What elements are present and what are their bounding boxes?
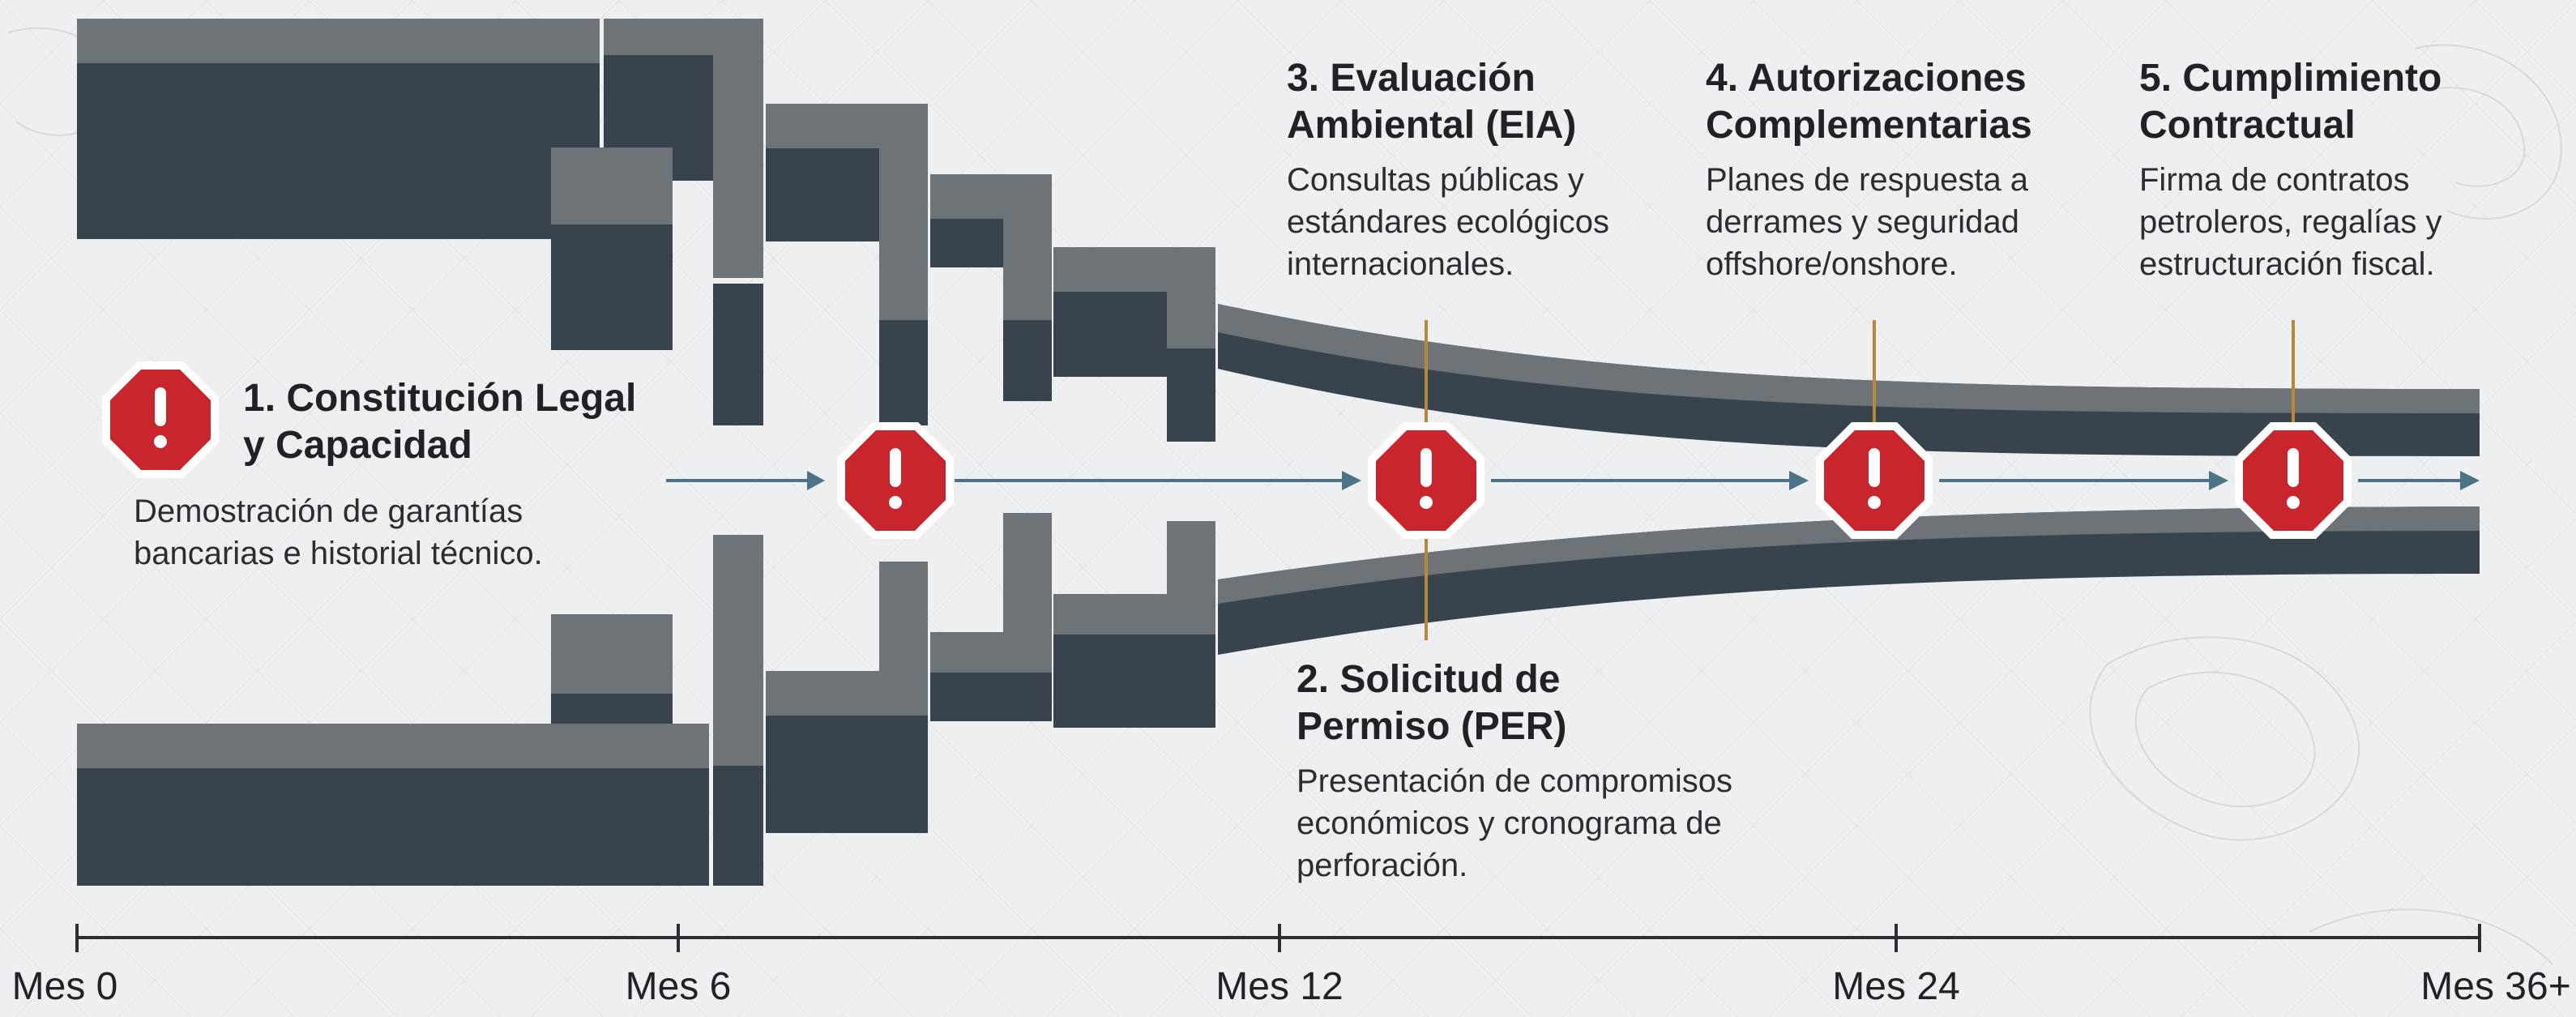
stage-4: 4. Autorizaciones Complementarias Planes… <box>1706 55 2032 285</box>
tick-label-mes-0: Mes 0 <box>11 965 118 1008</box>
stage-title: 4. Autorizaciones Complementarias <box>1706 57 2032 147</box>
stage-1-description: Demostración de garantías bancarias e hi… <box>134 490 543 575</box>
stage-title: 2. Solicitud de Permiso (PER) <box>1297 658 1567 748</box>
flow-arrows <box>666 471 2480 490</box>
converging-pipes <box>1218 304 2480 655</box>
stage-3: 3. Evaluación Ambiental (EIA) Consultas … <box>1287 55 1609 285</box>
stage-title: 1. Constitución Legal y Capacidad <box>243 377 637 467</box>
tick-label-mes-12: Mes 12 <box>1215 965 1344 1008</box>
tick-label-mes-36: Mes 36+ <box>2420 965 2571 1008</box>
stage-2: 2. Solicitud de Permiso (PER) Presentaci… <box>1297 656 1732 887</box>
stage-5: 5. Cumplimiento Contractual Firma de con… <box>2139 55 2442 285</box>
stage-title: 3. Evaluación Ambiental (EIA) <box>1287 57 1577 147</box>
stage-description: Planes de respuesta a derrames y segurid… <box>1706 162 2029 282</box>
timeline-axis <box>75 924 2481 952</box>
stage-description: Presentación de compromisos económicos y… <box>1297 763 1733 883</box>
tick-label-mes-24: Mes 24 <box>1832 965 1960 1008</box>
stage-description: Firma de contratos petroleros, regalías … <box>2139 162 2442 282</box>
upper-channel <box>77 19 1215 442</box>
lower-channel <box>77 513 1215 886</box>
stage-description: Demostración de garantías bancarias e hi… <box>134 494 543 571</box>
stage-1: 1. Constitución Legal y Capacidad <box>243 375 636 469</box>
stage-description: Consultas públicas y estándares ecológic… <box>1287 162 1610 282</box>
tick-label-mes-6: Mes 6 <box>625 965 732 1008</box>
stage-title: 5. Cumplimiento Contractual <box>2139 57 2442 147</box>
